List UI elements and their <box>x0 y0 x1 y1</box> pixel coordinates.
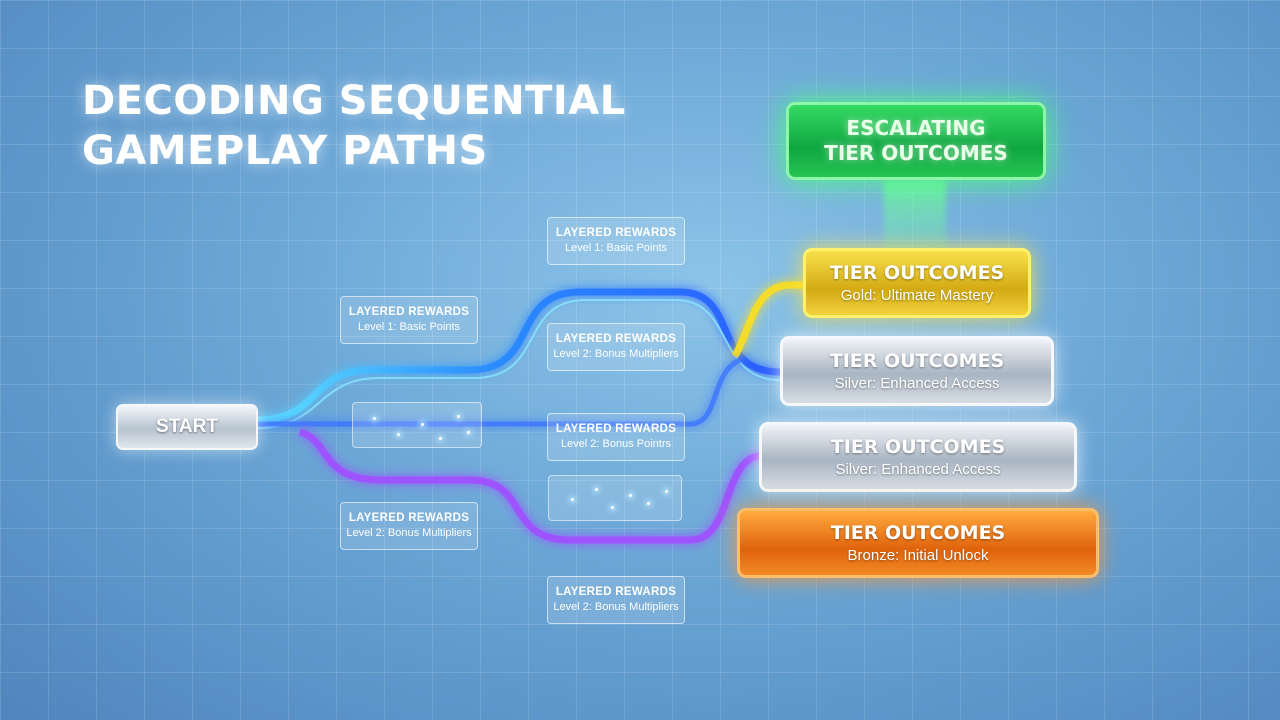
sparkle-panel <box>352 402 482 448</box>
reward-detail: Level 2: Bonus Multipliers <box>553 348 679 360</box>
reward-detail: Level 2: Bonus Multipliers <box>346 527 472 539</box>
start-node[interactable]: START <box>116 404 258 450</box>
escalating-tier-outcomes-banner: ESCALATING TIER OUTCOMES <box>786 102 1046 180</box>
tier-heading: TIER OUTCOMES <box>829 262 1005 284</box>
start-label: START <box>156 416 218 437</box>
path-middle <box>258 357 742 427</box>
tier-heading: TIER OUTCOMES <box>830 522 1006 544</box>
reward-box: LAYERED REWARDS Level 1: Basic Points <box>340 296 478 344</box>
path-gold <box>731 281 810 358</box>
tier-detail: Silver: Enhanced Access <box>835 461 1001 478</box>
tier-silver-upper: TIER OUTCOMES Silver: Enhanced Access <box>780 336 1054 406</box>
reward-box: LAYERED REWARDS Level 2: Bonus Multiplie… <box>547 576 685 624</box>
tier-silver-lower: TIER OUTCOMES Silver: Enhanced Access <box>759 422 1077 492</box>
reward-box: LAYERED REWARDS Level 2: Bonus Multiplie… <box>547 323 685 371</box>
tier-heading: TIER OUTCOMES <box>830 436 1006 458</box>
page-title: DECODING SEQUENTIAL GAMEPLAY PATHS <box>82 76 626 176</box>
path-lower <box>298 428 766 544</box>
reward-heading: LAYERED REWARDS <box>555 227 677 239</box>
tier-bronze: TIER OUTCOMES Bronze: Initial Unlock <box>737 508 1099 578</box>
reward-heading: LAYERED REWARDS <box>348 512 470 524</box>
reward-detail: Level 1: Basic Points <box>564 242 668 254</box>
reward-heading: LAYERED REWARDS <box>555 333 677 345</box>
reward-detail: Level 2: Bonus Pointrs <box>560 438 672 450</box>
title-line-1: DECODING SEQUENTIAL <box>82 78 626 124</box>
reward-heading: LAYERED REWARDS <box>555 423 677 435</box>
reward-detail: Level 1: Basic Points <box>357 321 461 333</box>
escalation-glow <box>884 180 946 250</box>
tier-detail: Silver: Enhanced Access <box>834 375 1000 392</box>
sparkle-panel <box>548 475 682 521</box>
tier-detail: Bronze: Initial Unlock <box>847 547 989 564</box>
reward-heading: LAYERED REWARDS <box>555 586 677 598</box>
tier-gold: TIER OUTCOMES Gold: Ultimate Mastery <box>803 248 1031 318</box>
reward-box: LAYERED REWARDS Level 2: Bonus Multiplie… <box>340 502 478 550</box>
tier-heading: TIER OUTCOMES <box>829 350 1005 372</box>
reward-detail: Level 2: Bonus Multipliers <box>553 601 679 613</box>
escalating-line-1: ESCALATING <box>846 116 986 140</box>
path-upper-inner <box>257 299 781 429</box>
reward-box: LAYERED REWARDS Level 2: Bonus Pointrs <box>547 413 685 461</box>
reward-box: LAYERED REWARDS Level 1: Basic Points <box>547 217 685 265</box>
path-upper <box>257 288 781 424</box>
escalating-line-2: TIER OUTCOMES <box>824 141 1008 165</box>
title-line-2: GAMEPLAY PATHS <box>82 128 488 174</box>
reward-heading: LAYERED REWARDS <box>348 306 470 318</box>
tier-detail: Gold: Ultimate Mastery <box>840 287 994 304</box>
